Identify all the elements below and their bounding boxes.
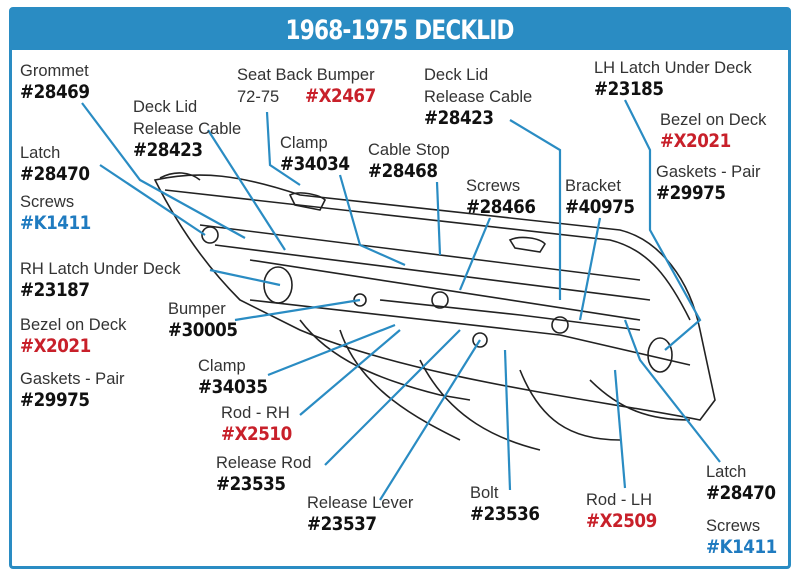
part-number[interactable]: #29975 bbox=[656, 182, 726, 204]
label-bracket: Bracket #40975 bbox=[565, 175, 644, 217]
part-name: Bezel on Deck bbox=[660, 111, 767, 129]
label-bolt: Bolt #23536 bbox=[470, 482, 549, 524]
label-bezel-rh: Bezel on Deck #X2021 bbox=[20, 314, 126, 356]
label-bumper: Bumper #30005 bbox=[168, 298, 247, 340]
part-name: Rod - LH bbox=[586, 491, 653, 509]
part-name: Cable Stop bbox=[368, 141, 450, 159]
part-number[interactable]: #28468 bbox=[368, 160, 438, 182]
label-rod-lh: Rod - LH #X2509 bbox=[586, 489, 666, 531]
part-name: Deck Lid Release Cable bbox=[424, 66, 533, 106]
label-gaskets-lh: Gaskets - Pair #29975 bbox=[656, 161, 761, 203]
part-name: Clamp bbox=[280, 134, 328, 152]
part-number[interactable]: #28470 bbox=[20, 163, 90, 185]
label-latch-lh: Latch #28470 bbox=[706, 461, 785, 503]
part-name: Screws bbox=[706, 517, 761, 535]
label-screws-28466: Screws #28466 bbox=[466, 175, 545, 217]
part-number[interactable]: #28466 bbox=[466, 196, 536, 218]
part-name: Seat Back Bumper 72-75 bbox=[237, 66, 375, 106]
part-number[interactable]: #23185 bbox=[594, 78, 664, 100]
part-number[interactable]: #X2021 bbox=[20, 335, 91, 357]
diagram-title: 1968-1975 DECKLID bbox=[285, 14, 515, 46]
part-name: Rod - RH bbox=[221, 404, 290, 422]
label-lh-latch-under-deck: LH Latch Under Deck #23185 bbox=[594, 57, 752, 99]
title-bar: 1968-1975 DECKLID bbox=[12, 10, 788, 50]
part-name: Gaskets - Pair bbox=[20, 370, 125, 388]
label-rod-rh: Rod - RH #X2510 bbox=[221, 402, 301, 444]
part-number[interactable]: #X2509 bbox=[586, 510, 657, 532]
label-clamp-34034: Clamp #34034 bbox=[280, 132, 359, 174]
part-name: Latch bbox=[20, 144, 61, 162]
leader-lines bbox=[81, 99, 721, 501]
part-number[interactable]: #40975 bbox=[565, 196, 635, 218]
part-name: Screws bbox=[20, 193, 75, 211]
part-name: Gaskets - Pair bbox=[656, 163, 761, 181]
part-name: RH Latch Under Deck bbox=[20, 260, 181, 278]
part-number[interactable]: #23536 bbox=[470, 503, 540, 525]
label-gaskets-rh: Gaskets - Pair #29975 bbox=[20, 368, 125, 410]
label-latch-rh: Latch #28470 bbox=[20, 142, 99, 184]
part-number[interactable]: #28423 bbox=[424, 107, 494, 129]
part-number[interactable]: #30005 bbox=[168, 319, 238, 341]
label-release-rod: Release Rod #23535 bbox=[216, 452, 311, 494]
label-rh-latch-under-deck: RH Latch Under Deck #23187 bbox=[20, 258, 180, 300]
part-name: Bumper bbox=[168, 300, 226, 318]
label-release-cable-rh: Deck Lid Release Cable #28423 bbox=[133, 96, 241, 160]
label-bezel-lh: Bezel on Deck #X2021 bbox=[660, 109, 766, 151]
part-name: Bracket bbox=[565, 177, 621, 195]
diagram-frame: 1968-1975 DECKLID bbox=[9, 7, 791, 569]
decklid-drawing bbox=[153, 172, 716, 451]
part-number[interactable]: #23535 bbox=[216, 473, 286, 495]
part-name: Bezel on Deck bbox=[20, 316, 127, 334]
part-number[interactable]: #28469 bbox=[20, 81, 90, 103]
part-number[interactable]: #34034 bbox=[280, 153, 350, 175]
label-clamp-34035: Clamp #34035 bbox=[198, 355, 277, 397]
label-release-cable-center: Deck Lid Release Cable #28423 bbox=[424, 64, 532, 128]
label-grommet: Grommet #28469 bbox=[20, 60, 99, 102]
part-name: Release Rod bbox=[216, 454, 312, 472]
part-name: Release Lever bbox=[307, 494, 414, 512]
label-screws-rh: Screws #K1411 bbox=[20, 191, 101, 233]
part-number[interactable]: #K1411 bbox=[20, 212, 91, 234]
part-name: Latch bbox=[706, 463, 747, 481]
part-name: LH Latch Under Deck bbox=[594, 59, 752, 77]
part-number[interactable]: #34035 bbox=[198, 376, 268, 398]
label-seat-back-bumper: Seat Back Bumper 72-75 #X2467 bbox=[237, 64, 376, 108]
part-number[interactable]: #28423 bbox=[133, 139, 203, 161]
part-name: Clamp bbox=[198, 357, 246, 375]
part-number[interactable]: #K1411 bbox=[706, 536, 777, 558]
part-name: Grommet bbox=[20, 62, 89, 80]
part-number[interactable]: #X2467 bbox=[305, 85, 376, 107]
part-name: Screws bbox=[466, 177, 521, 195]
part-number[interactable]: #X2021 bbox=[660, 130, 731, 152]
part-name: Bolt bbox=[470, 484, 499, 502]
part-name: Deck Lid Release Cable bbox=[133, 98, 242, 138]
part-number[interactable]: #28470 bbox=[706, 482, 776, 504]
label-screws-lh: Screws #K1411 bbox=[706, 515, 787, 557]
part-number[interactable]: #23537 bbox=[307, 513, 377, 535]
part-number[interactable]: #X2510 bbox=[221, 423, 292, 445]
part-number[interactable]: #29975 bbox=[20, 389, 90, 411]
label-release-lever: Release Lever #23537 bbox=[307, 492, 413, 534]
part-number[interactable]: #23187 bbox=[20, 279, 90, 301]
label-cable-stop: Cable Stop #28468 bbox=[368, 139, 450, 181]
